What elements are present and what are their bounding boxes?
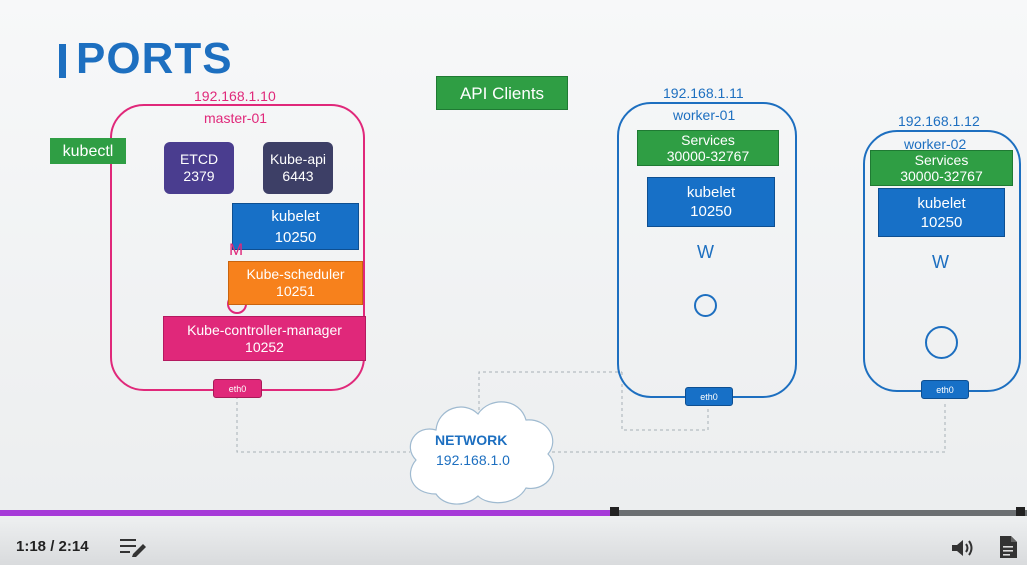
kubectl-box: kubectl [50, 138, 126, 164]
master-m-label: M [229, 240, 244, 259]
worker1-eth0: eth0 [685, 387, 733, 406]
worker2-circle-icon [925, 326, 958, 359]
worker2-kubelet-box: kubelet 10250 [878, 188, 1005, 237]
progress-fill [0, 510, 616, 516]
slide: PORTS API Clients 192.168.1.10 master-01… [0, 0, 1027, 510]
master-eth0: eth0 [213, 379, 262, 398]
worker1-kubelet-port: 10250 [690, 203, 732, 220]
worker1-services-name: Services [681, 132, 735, 148]
master-kubelet-box: kubelet 10250 [232, 203, 359, 250]
worker2-w-label: W [932, 252, 949, 272]
worker1-services-box: Services 30000-32767 [637, 130, 779, 166]
worker2-eth0: eth0 [921, 380, 969, 399]
notes-icon[interactable] [998, 535, 1018, 559]
controller-name: Kube-controller-manager [187, 321, 342, 338]
worker2-ip: 192.168.1.12 [898, 113, 980, 129]
worker2-kubelet-port: 10250 [920, 213, 963, 231]
kube-api-box: Kube-api 6443 [263, 142, 333, 194]
kube-api-port: 6443 [282, 168, 314, 184]
master-kubelet-name: kubelet [271, 207, 320, 225]
playback-time: 1:18 / 2:14 [16, 538, 89, 555]
worker2-name: worker-02 [904, 136, 967, 152]
worker1-w-label: W [697, 242, 714, 262]
scheduler-name: Kube-scheduler [246, 266, 345, 282]
worker1-kubelet-box: kubelet 10250 [647, 177, 775, 227]
progress-scrubber[interactable] [610, 507, 619, 520]
master-ip: 192.168.1.10 [194, 88, 276, 104]
kubectl-label: kubectl [62, 142, 114, 160]
player-controls [0, 516, 1027, 565]
worker1-name: worker-01 [673, 107, 736, 123]
network-links [236, 371, 946, 453]
volume-icon[interactable] [950, 537, 976, 559]
worker2-services-box: Services 30000-32767 [870, 150, 1013, 186]
etcd-port: 2379 [183, 168, 215, 184]
worker2-services-port: 30000-32767 [900, 168, 983, 184]
network-cidr: 192.168.1.0 [436, 452, 510, 468]
controller-port: 10252 [245, 338, 284, 355]
kube-controller-manager-box: Kube-controller-manager 10252 [163, 316, 366, 361]
master-name: master-01 [204, 110, 268, 126]
network-name: NETWORK [435, 432, 508, 448]
kube-api-name: Kube-api [269, 151, 327, 167]
kube-scheduler-box: Kube-scheduler 10251 [228, 261, 363, 305]
worker1-services-port: 30000-32767 [666, 148, 750, 164]
etcd-box: ETCD 2379 [164, 142, 234, 194]
worker1-ip: 192.168.1.11 [663, 85, 744, 101]
etcd-name: ETCD [179, 151, 219, 167]
worker1-circle-icon [694, 294, 717, 317]
network-cloud-icon [409, 401, 555, 505]
master-kubelet-port: 10250 [274, 228, 317, 246]
worker2-services-name: Services [914, 152, 969, 168]
api-clients-label: API Clients [459, 83, 545, 103]
api-clients-box: API Clients [436, 76, 568, 110]
progress-end-marker [1016, 507, 1025, 520]
worker1-kubelet-name: kubelet [686, 184, 736, 201]
transcript-icon[interactable] [119, 537, 147, 557]
worker2-kubelet-name: kubelet [917, 194, 966, 212]
scheduler-port: 10251 [276, 283, 315, 299]
title-accent-bar [59, 44, 66, 78]
slide-title: PORTS [76, 34, 233, 83]
